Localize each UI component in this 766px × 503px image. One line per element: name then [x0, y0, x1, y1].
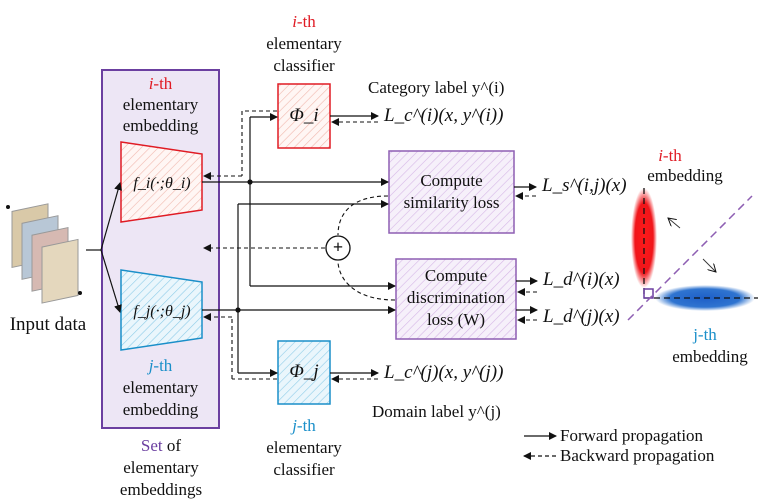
similarity-box-line1: Compute [420, 171, 483, 190]
legend-lines [523, 432, 557, 460]
embedding-set-line3: embeddings [119, 480, 203, 499]
loss-discrimination-j: L_d^(j)(x) [543, 306, 620, 327]
right-j-title: j-th [693, 325, 717, 344]
input-images [6, 203, 82, 304]
classifier-j-symbol: Φ_j [289, 361, 319, 382]
classifier-j-box [277, 340, 331, 405]
sum-node [325, 235, 351, 261]
embedding-j-line2: elementary [122, 378, 199, 397]
loss-discrimination-i: L_d^(i)(x) [543, 269, 620, 290]
right-i-title: i-th [658, 146, 682, 165]
similarity-box-line2: similarity loss [403, 193, 500, 212]
embedding-i-line2: elementary [122, 95, 199, 114]
embedding-set-line2: elementary [123, 458, 199, 477]
discrimination-box-line2: discrimination [406, 288, 506, 307]
embedding-j-line3: embedding [122, 400, 199, 419]
domain-label: Domain label y^(j) [372, 402, 501, 421]
classifier-j-line2: elementary [266, 438, 342, 457]
embedding-j-title: j-th [148, 356, 173, 375]
embedding-set-title: Set of [140, 436, 182, 455]
backward-edges [203, 110, 537, 383]
classifier-j-title: j-th [292, 416, 316, 435]
legend-backward-label: Backward propagation [560, 446, 715, 465]
embedding-i-line3: embedding [122, 116, 199, 135]
loss-classification-i: L_c^(i)(x, y^(i)) [384, 105, 504, 126]
classifier-i-line3: classifier [273, 56, 335, 75]
embedding-i-block [120, 141, 203, 223]
legend-forward-label: Forward propagation [560, 426, 704, 445]
right-i-line2: embedding [647, 166, 723, 185]
loss-similarity: L_s^(i,j)(x) [542, 175, 627, 196]
similarity-loss-box [388, 150, 515, 234]
classifier-i-line2: elementary [266, 34, 342, 53]
embedding-i-title: i-th [148, 74, 173, 93]
embedding-j-block [120, 269, 203, 351]
input-arrows [86, 182, 122, 313]
right-j-line2: embedding [672, 347, 748, 366]
embedding-geometry [627, 188, 758, 321]
loss-classification-j: L_c^(j)(x, y^(j)) [384, 362, 504, 383]
discrimination-box-line1: Compute [424, 266, 488, 285]
classifier-i-box [277, 83, 331, 149]
embedding-i-function: f_i(·;θ_i) [133, 175, 191, 192]
discrimination-box-line3: loss (W) [426, 310, 486, 329]
classifier-j-line3: classifier [273, 460, 335, 479]
embedding-j-function: f_j(·;θ_j) [133, 303, 191, 320]
input-data-label: Input data [9, 314, 87, 335]
sum-node-symbol: + [332, 237, 344, 257]
classifier-i-symbol: Φ_i [289, 105, 319, 126]
classifier-i-title: i-th [292, 12, 316, 31]
category-label: Category label y^(i) [368, 78, 505, 97]
embedding-set-panel [101, 69, 220, 429]
forward-edges [202, 112, 538, 377]
discrimination-loss-box [395, 258, 517, 340]
